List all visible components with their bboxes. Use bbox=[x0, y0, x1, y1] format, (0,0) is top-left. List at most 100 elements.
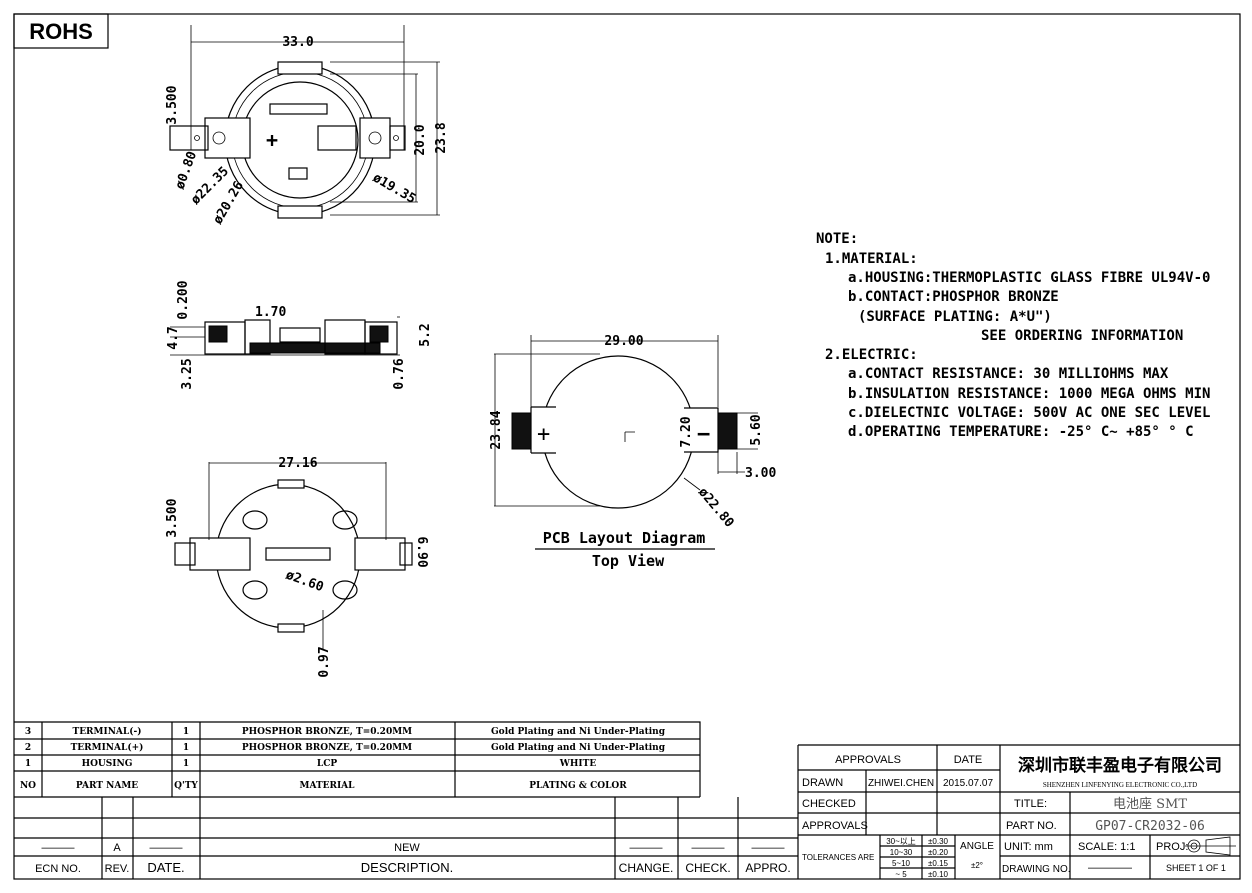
bom-rows-2-qty: 1 bbox=[183, 759, 189, 769]
note-line: c.DIELECTNIC VOLTAGE: 500V AC ONE SEC LE… bbox=[848, 405, 1210, 421]
title_block-drawn_label: DRAWN bbox=[802, 777, 843, 789]
dim-0200: 0.200 bbox=[176, 280, 191, 319]
revision-header-date: DATE. bbox=[147, 860, 184, 875]
revision-row-desc: NEW bbox=[394, 842, 420, 854]
title_block-title_label: TITLE: bbox=[1014, 798, 1047, 810]
title_block-tolerances-3-range: ~ 5 bbox=[895, 870, 907, 879]
title_block-checked_label: CHECKED bbox=[802, 798, 856, 810]
title_block-approvals_header: APPROVALS bbox=[835, 754, 901, 766]
bom-table: 3 TERMINAL(-) 1 PHOSPHOR BRONZE, T=0.20M… bbox=[14, 721, 701, 798]
bom-row: 3 TERMINAL(-) 1 PHOSPHOR BRONZE, T=0.20M… bbox=[25, 726, 666, 737]
company-name-cn: 深圳市联丰盈电子有限公司 bbox=[1018, 755, 1222, 776]
bom-header-material: MATERIAL bbox=[299, 781, 355, 791]
revision-row-change: ——— bbox=[630, 842, 663, 854]
dim-47: 4.7 bbox=[166, 326, 181, 349]
dim-pin-offset: 3.500 bbox=[165, 85, 180, 124]
title_block-tolerances-2-range: 5~10 bbox=[892, 859, 911, 868]
bom-rows-0-qty: 1 bbox=[183, 727, 189, 737]
title_block-tolerances-0-range: 30~以上 bbox=[886, 837, 916, 846]
dim-hole: ø2.60 bbox=[284, 568, 326, 596]
revision-header: ECN NO. REV. DATE. DESCRIPTION. CHANGE. … bbox=[35, 860, 791, 875]
note-line: d.OPERATING TEMPERATURE: -25° C~ +85° ° … bbox=[848, 424, 1194, 440]
bom-rows-2-material: LCP bbox=[317, 759, 337, 769]
dim-170: 1.70 bbox=[255, 305, 286, 320]
bom-rows-1-qty: 1 bbox=[183, 743, 189, 753]
rohs-badge: ROHS bbox=[13, 13, 109, 49]
dim-width: 29.00 bbox=[604, 334, 643, 349]
dim-dia-3: ø19.35 bbox=[370, 170, 418, 206]
bom-rows-0-material: PHOSPHOR BRONZE, T=0.20MM bbox=[242, 727, 412, 737]
bom-header-plating: PLATING & COLOR bbox=[529, 781, 627, 791]
title_block-angle_value: ±2° bbox=[971, 861, 983, 870]
bom-rows-1-material: PHOSPHOR BRONZE, T=0.20MM bbox=[242, 743, 412, 753]
title_block-date_header: DATE bbox=[954, 754, 983, 766]
bottom-view: 27.16 3.500 6.90 ø2.60 0.97 bbox=[165, 456, 429, 678]
bom-rows-0-no: 3 bbox=[25, 727, 31, 737]
note-line: b.CONTACT:PHOSPHOR BRONZE bbox=[848, 289, 1059, 305]
side-view: 0.200 1.70 4.7 3.25 0.76 5.2 bbox=[166, 280, 433, 389]
dim-height-inner: 20.0 bbox=[413, 124, 428, 155]
dim-pin-offset: 3.500 bbox=[165, 498, 180, 537]
title_block-drawing_no_label: DRAWING NO. bbox=[1002, 864, 1071, 875]
dim-width: 33.0 bbox=[282, 35, 313, 50]
dim-diameter: ø22.80 bbox=[695, 485, 737, 531]
rohs-label: ROHS bbox=[29, 19, 93, 44]
bom-row: 2 TERMINAL(+) 1 PHOSPHOR BRONZE, T=0.20M… bbox=[25, 742, 666, 753]
bom-rows-1-plating: Gold Plating and Ni Under-Plating bbox=[491, 743, 666, 753]
bom-header-no: NO bbox=[20, 781, 36, 791]
dim-tab: 0.97 bbox=[317, 646, 332, 677]
dim-pad-width: 3.00 bbox=[745, 466, 776, 481]
bom-row: 1 HOUSING 1 LCP WHITE bbox=[25, 759, 596, 769]
title_block-angle_label: ANGLE bbox=[960, 841, 994, 852]
note-line: SEE ORDERING INFORMATION bbox=[981, 328, 1183, 344]
notes: NOTE: 1.MATERIAL: a.HOUSING:THERMOPLASTI… bbox=[816, 231, 1210, 440]
drawn-by: ZHIWEI.CHEN bbox=[868, 778, 934, 789]
dim-width: 27.16 bbox=[278, 456, 317, 471]
bom-rows-1-no: 2 bbox=[25, 743, 31, 753]
sheet-border bbox=[13, 13, 1241, 880]
revision-header-change: CHANGE. bbox=[619, 861, 674, 875]
revision-row-rev: A bbox=[113, 842, 121, 854]
note-line: 1.MATERIAL: bbox=[825, 251, 918, 267]
bom-header-qty: Q'TY bbox=[174, 781, 198, 791]
note-line: a.CONTACT RESISTANCE: 30 MILLIOHMS MAX bbox=[848, 366, 1169, 382]
revision-header-check: CHECK. bbox=[685, 861, 730, 875]
revision-header-appro: APPRO. bbox=[745, 861, 790, 875]
title_block-tolerances-1-tol: ±0.20 bbox=[928, 848, 949, 857]
revision-row-check: ——— bbox=[692, 842, 725, 854]
plus-mark: + bbox=[266, 128, 278, 152]
drawing-title: 电池座 SMT bbox=[1113, 797, 1187, 812]
bom-rows-0-plating: Gold Plating and Ni Under-Plating bbox=[491, 727, 666, 737]
minus-mark: − bbox=[697, 422, 710, 447]
dim-height-outer: 23.8 bbox=[434, 122, 449, 153]
title_block-tolerances-2-tol: ±0.15 bbox=[928, 859, 949, 868]
pcb-subtitle: Top View bbox=[592, 552, 665, 570]
projection-symbol-icon bbox=[1185, 836, 1236, 856]
title_block-part_label: PART NO. bbox=[1006, 820, 1057, 832]
note-line: (SURFACE PLATING: A*U") bbox=[858, 309, 1052, 325]
dim-325: 3.25 bbox=[180, 358, 195, 389]
note-line: b.INSULATION RESISTANCE: 1000 MEGA OHMS … bbox=[848, 386, 1210, 402]
title_block-tolerances_label: TOLERANCES ARE bbox=[802, 853, 874, 862]
revision-row: ——— A ——— NEW ——— ——— ——— bbox=[42, 842, 785, 854]
revision-row-appro: ——— bbox=[752, 842, 785, 854]
title_block-scale: SCALE: 1:1 bbox=[1078, 841, 1135, 853]
title_block-tolerances-1-range: 10~30 bbox=[890, 848, 913, 857]
dim-pin-width: 6.90 bbox=[414, 536, 429, 567]
note-line: NOTE: bbox=[816, 231, 858, 247]
plus-mark: + bbox=[537, 422, 550, 447]
bom-header-name: PART NAME bbox=[76, 781, 138, 791]
pcb-title: PCB Layout Diagram bbox=[543, 529, 706, 547]
title-block: APPROVALS DATE DRAWN ZHIWEI.CHEN 2015.07… bbox=[798, 744, 1240, 879]
note-line: a.HOUSING:THERMOPLASTIC GLASS FIBRE UL94… bbox=[848, 270, 1210, 286]
dim-height: 23.84 bbox=[489, 410, 504, 449]
revision-row-ecn: ——— bbox=[42, 842, 75, 854]
bom-rows-2-plating: WHITE bbox=[559, 759, 597, 769]
pcb-layout: + − 29.00 23.84 7.20 5.60 3.00 ø22.80 PC… bbox=[489, 334, 776, 570]
title_block-approvals_label: APPROVALS bbox=[802, 820, 868, 832]
bom-rows-1-name: TERMINAL(+) bbox=[71, 742, 144, 753]
dim-hole: ø0.80 bbox=[173, 149, 201, 191]
bom-rows-0-name: TERMINAL(-) bbox=[73, 726, 142, 737]
sheet-number: SHEET 1 OF 1 bbox=[1166, 863, 1226, 873]
